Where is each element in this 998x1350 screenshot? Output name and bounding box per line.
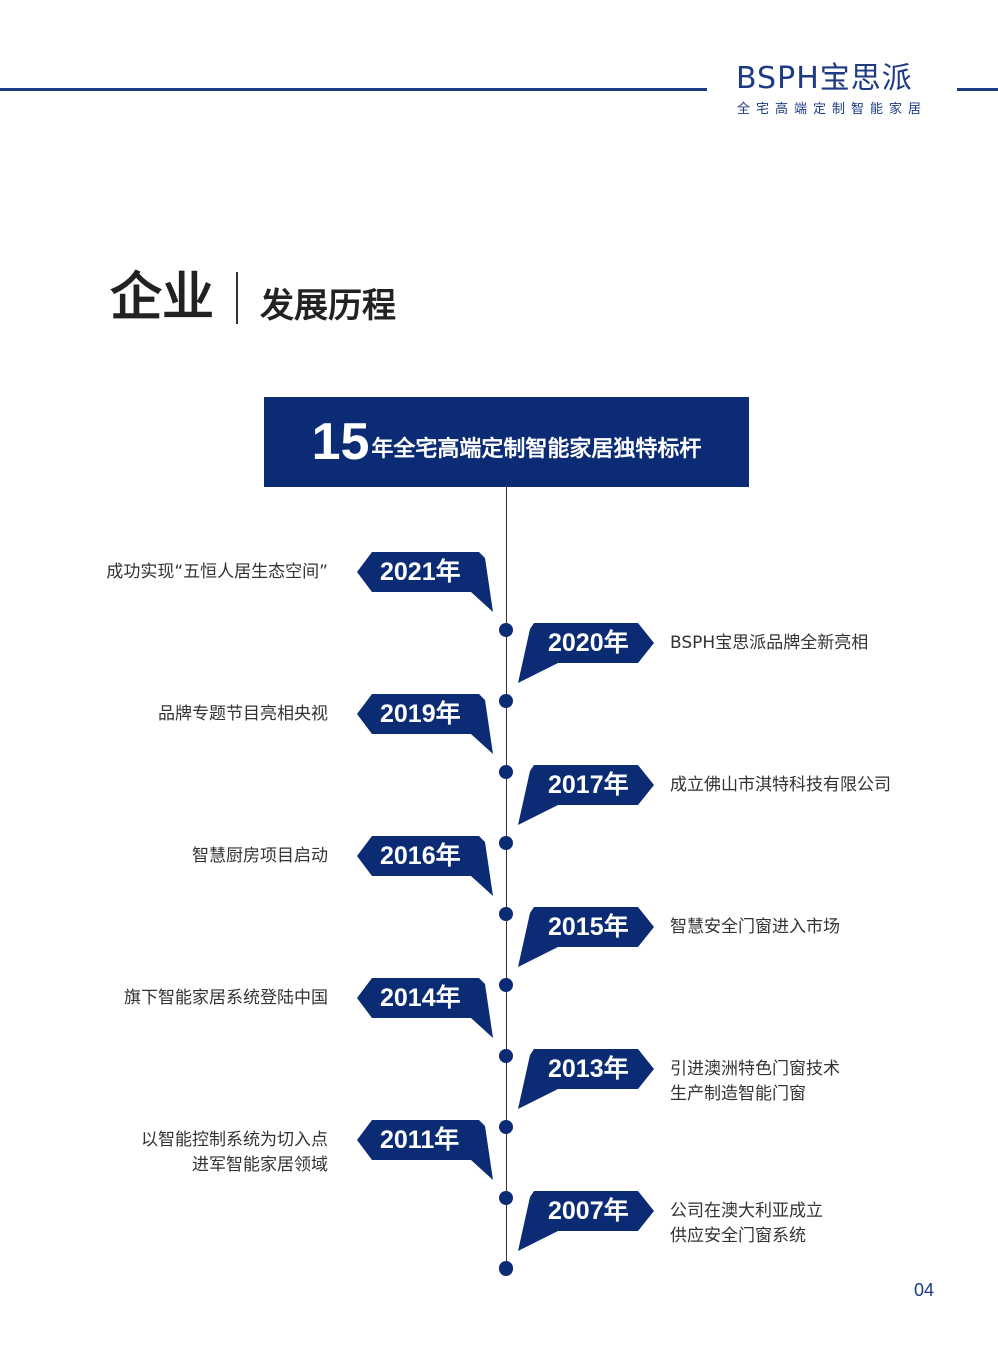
- timeline-dot: [499, 978, 513, 992]
- event-line: 智慧安全门窗进入市场: [670, 916, 840, 937]
- year-tag: 2014年: [357, 978, 493, 1038]
- tag-shape: [357, 694, 493, 754]
- event-description: BSPH宝思派品牌全新亮相: [670, 631, 868, 656]
- tag-shape: [518, 907, 654, 967]
- event-line: 智慧厨房项目启动: [192, 845, 328, 866]
- event-line: 公司在澳大利亚成立: [670, 1201, 823, 1221]
- event-line: BSPH宝思派品牌全新亮相: [670, 632, 869, 653]
- page-title: 企业: [110, 268, 215, 328]
- year-tag: 2011年: [357, 1120, 493, 1180]
- header-rule-right: [957, 88, 998, 91]
- year-label: 2011年: [380, 1126, 460, 1154]
- year-tag: 2021年: [357, 552, 493, 612]
- event-line: 成功实现“五恒人居生态空间”: [106, 561, 328, 582]
- tag-shape: [357, 978, 493, 1038]
- event-description: 公司在澳大利亚成立供应安全门窗系统: [670, 1199, 823, 1249]
- year-label: 2020年: [548, 629, 629, 657]
- timeline-dot: [499, 765, 513, 779]
- event-description: 引进澳洲特色门窗技术生产制造智能门窗: [670, 1057, 840, 1107]
- event-line: 以智能控制系统为切入点: [141, 1130, 328, 1150]
- brand-logo: BSPH宝思派: [736, 61, 913, 96]
- tag-shape: [518, 765, 654, 825]
- tag-shape: [518, 1049, 654, 1109]
- page-number: 04: [914, 1280, 935, 1300]
- year-tag: 2016年: [357, 836, 493, 896]
- event-description: 品牌专题节目亮相央视: [158, 702, 328, 727]
- event-line: 引进澳洲特色门窗技术: [670, 1059, 840, 1079]
- tag-shape: [357, 552, 493, 612]
- banner-number: 15: [311, 413, 370, 471]
- timeline-dot: [499, 907, 513, 921]
- timeline-dot: [499, 1120, 513, 1134]
- year-tag: 2017年: [518, 765, 654, 825]
- event-description: 智慧厨房项目启动: [192, 844, 328, 869]
- year-tag: 2007年: [518, 1191, 654, 1251]
- page-subtitle: 发展历程: [260, 286, 396, 326]
- year-tag: 2013年: [518, 1049, 654, 1109]
- event-line: 成立佛山市淇特科技有限公司: [670, 774, 891, 795]
- year-label: 2007年: [548, 1197, 629, 1225]
- year-label: 2014年: [380, 984, 461, 1012]
- event-line: 生产制造智能门窗: [670, 1084, 806, 1104]
- tag-shape: [357, 1120, 493, 1180]
- event-description: 智慧安全门窗进入市场: [670, 915, 840, 940]
- timeline-dot: [499, 1191, 513, 1205]
- year-label: 2013年: [548, 1055, 629, 1083]
- year-label: 2016年: [380, 842, 461, 870]
- event-description: 旗下智能家居系统登陆中国: [124, 986, 328, 1011]
- timeline-end-dot: [499, 1261, 513, 1275]
- banner-text: 年全宅高端定制智能家居独特标杆: [371, 437, 702, 462]
- event-line: 进军智能家居领域: [192, 1155, 328, 1175]
- brand-tagline: 全宅高端定制智能家居: [737, 102, 928, 117]
- timeline-dot: [499, 836, 513, 850]
- event-line: 供应安全门窗系统: [670, 1226, 806, 1246]
- year-label: 2019年: [380, 700, 461, 728]
- timeline-dot: [499, 623, 513, 637]
- tag-shape: [518, 623, 654, 683]
- year-label: 2021年: [380, 558, 461, 586]
- year-label: 2015年: [548, 913, 629, 941]
- year-tag: 2020年: [518, 623, 654, 683]
- event-description: 以智能控制系统为切入点进军智能家居领域: [141, 1128, 328, 1178]
- event-line: 旗下智能家居系统登陆中国: [124, 987, 328, 1008]
- event-line: 品牌专题节目亮相央视: [158, 703, 328, 724]
- header-rule-left: [0, 88, 707, 91]
- year-tag: 2015年: [518, 907, 654, 967]
- year-tag: 2019年: [357, 694, 493, 754]
- title-divider: [236, 272, 238, 324]
- headline-banner: 15 年全宅高端定制智能家居独特标杆: [264, 397, 749, 487]
- timeline-axis: [506, 487, 507, 1268]
- timeline-dot: [499, 694, 513, 708]
- tag-shape: [518, 1191, 654, 1251]
- tag-shape: [357, 836, 493, 896]
- event-description: 成功实现“五恒人居生态空间”: [106, 560, 328, 585]
- year-label: 2017年: [548, 771, 629, 799]
- event-description: 成立佛山市淇特科技有限公司: [670, 773, 891, 798]
- timeline-dot: [499, 1049, 513, 1063]
